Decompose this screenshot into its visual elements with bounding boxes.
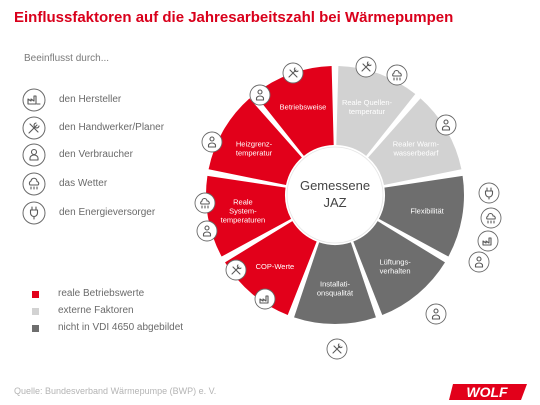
person-icon xyxy=(22,143,46,167)
ring-segment xyxy=(206,175,292,257)
influencer-installer: den Handwerker/Planer xyxy=(22,116,222,140)
segment-label: COP-Werte xyxy=(256,262,295,271)
segment-label: Reale Quellen-temperatur xyxy=(342,98,393,116)
person-icon xyxy=(435,114,457,136)
source-note: Quelle: Bundesverband Wärmepumpe (BWP) e… xyxy=(14,386,217,396)
influencer-label: den Handwerker/Planer xyxy=(59,122,165,133)
plug-icon xyxy=(22,201,46,225)
center-circle xyxy=(286,146,384,244)
legend-label: externe Faktoren xyxy=(58,305,134,316)
person-icon xyxy=(196,220,218,242)
wrench-screwdriver-icon xyxy=(326,338,348,360)
influencer-label: den Hersteller xyxy=(59,94,122,105)
legend-swatch-red xyxy=(32,291,39,298)
segment-label: Installati-onsqualität xyxy=(317,280,354,298)
cloud-weather-icon xyxy=(22,172,46,196)
svg-text:WOLF: WOLF xyxy=(466,384,508,400)
legend-item-real: reale Betriebswerte xyxy=(32,288,232,302)
legend-item-not-vdi: nicht in VDI 4650 abgebildet xyxy=(32,322,232,336)
cloud-weather-icon xyxy=(480,207,502,229)
plug-icon xyxy=(478,182,500,204)
cloud-weather-icon xyxy=(386,64,408,86)
wrench-screwdriver-icon xyxy=(355,56,377,78)
ring-segment xyxy=(254,66,334,156)
ring-segment xyxy=(294,242,376,324)
legend-label: reale Betriebswerte xyxy=(58,288,145,299)
center-label-line1: Gemessene xyxy=(300,178,370,193)
cloud-weather-icon xyxy=(194,192,216,214)
influencer-label: den Verbraucher xyxy=(59,149,133,160)
ring-segment xyxy=(225,221,317,316)
segment-label: Flexibilität xyxy=(410,207,444,216)
factory-icon xyxy=(477,230,499,252)
legend-swatch-darkgray xyxy=(32,325,39,332)
legend-swatch-lightgray xyxy=(32,308,39,315)
person-icon xyxy=(249,84,271,106)
influencer-weather: das Wetter xyxy=(22,172,222,196)
influencer-label: den Energieversorger xyxy=(59,207,156,218)
ring-segment xyxy=(336,66,416,156)
center-label-line2: JAZ xyxy=(323,195,346,210)
influencer-consumer: den Verbraucher xyxy=(22,143,222,167)
ring-segment xyxy=(378,175,464,257)
wrench-screwdriver-icon xyxy=(22,116,46,140)
ring-segment xyxy=(208,98,302,186)
influence-heading: Beeinflusst durch... xyxy=(24,53,110,64)
segment-label: Lüftungs-verhalten xyxy=(379,258,411,276)
segment-label: Betriebsweise xyxy=(280,103,327,112)
person-icon xyxy=(201,131,223,153)
person-icon xyxy=(425,303,447,325)
factory-icon xyxy=(22,88,46,112)
wrench-screwdriver-icon xyxy=(225,259,247,281)
legend-item-external: externe Faktoren xyxy=(32,305,232,319)
influencer-label: das Wetter xyxy=(59,178,108,189)
influencer-manufacturer: den Hersteller xyxy=(22,88,222,112)
segment-label: Realer Warm-wasserbedarf xyxy=(392,139,439,157)
page-title: Einflussfaktoren auf die Jahresarbeitsza… xyxy=(14,9,454,26)
influencer-energy-supplier: den Energieversorger xyxy=(22,201,222,225)
legend-label: nicht in VDI 4650 abgebildet xyxy=(58,322,184,333)
person-icon xyxy=(468,251,490,273)
segment-label: Heizgrenz-temperatur xyxy=(236,139,273,157)
factory-icon xyxy=(254,288,276,310)
wolf-logo: WOLF xyxy=(449,384,527,400)
wrench-screwdriver-icon xyxy=(282,62,304,84)
ring-segment xyxy=(353,221,445,316)
